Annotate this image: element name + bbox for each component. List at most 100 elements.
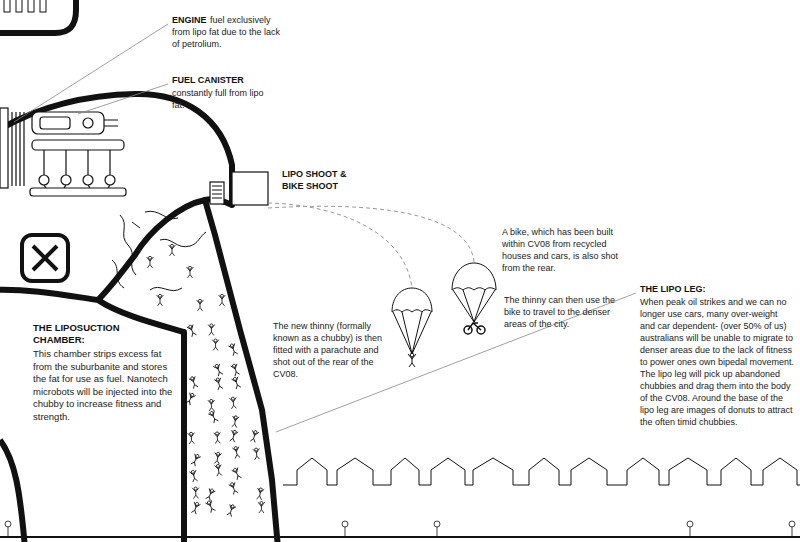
chubbies-part [228, 343, 238, 356]
thinny-parachute [392, 288, 432, 367]
chubbies-part [226, 504, 236, 517]
chubbies-part [231, 415, 239, 427]
part-heading: FUEL CANISTER [172, 74, 244, 86]
chubbies-part [229, 397, 237, 409]
engine-part [104, 120, 118, 126]
chubbies-part [197, 299, 204, 311]
bike-parachute [452, 263, 496, 334]
chubbies-part [189, 470, 198, 483]
engine [0, 108, 126, 196]
chubbies-part [230, 363, 240, 376]
part-note: fuel exclusively from lipo fat due to th… [172, 14, 286, 50]
chubbies-part [192, 487, 199, 499]
chubbies-part [205, 500, 216, 513]
suction-tubes-part [150, 287, 182, 290]
leader-lines [14, 24, 636, 432]
engine-part [0, 108, 8, 188]
cv08-body-part [0, 440, 25, 542]
part-heading: THE LIPO LEG: [640, 283, 706, 295]
part-heading: LIPO SHOOT & BIKE SHOOT [282, 168, 366, 192]
leader-lines-part [78, 84, 168, 114]
lipo-shoot-nozzle [210, 172, 268, 205]
chubbies-part [213, 363, 224, 376]
suburb-skyline [283, 458, 800, 485]
chubbies-part [214, 432, 221, 444]
chubbies-part [250, 430, 260, 443]
trees-part [690, 527, 691, 536]
part-note: This chamber strips excess fat from the … [33, 348, 175, 423]
chubbies-part [229, 430, 238, 443]
chubbies-part [214, 377, 224, 390]
chubbies-part [191, 501, 201, 514]
chubbies-part [205, 488, 216, 501]
chubbies-part [208, 324, 215, 336]
lipo-shoot-nozzle-part [232, 172, 268, 205]
lipo-shoot-nozzle-part [210, 182, 224, 204]
part-note: When peak oil strikes and we can no long… [640, 296, 795, 428]
engine-part [83, 118, 93, 128]
chubbies-part [231, 467, 242, 480]
chubbies-part [169, 244, 176, 256]
part-note: constantly full from lipo fat. [172, 87, 272, 111]
suction-tubes-part [132, 222, 140, 228]
chubbies-part [147, 256, 154, 268]
chubbies-part [212, 339, 219, 351]
valve-box [22, 235, 68, 281]
suction-tubes-part [120, 215, 136, 275]
story-note: The new thinny (formally known as a chub… [273, 320, 389, 380]
cv08-body-part [0, 290, 184, 542]
chubbies-part [258, 501, 265, 512]
trees-part [434, 521, 440, 527]
cv08-body [0, 94, 278, 542]
chubbies-part [253, 448, 261, 460]
chubbies-part [232, 446, 241, 459]
shoot-trajectory-part [268, 206, 474, 262]
trees-part [789, 521, 795, 527]
valve-box-part [22, 235, 68, 281]
engine-part [40, 117, 70, 129]
part-heading: THE LIPOSUCTION CHAMBER: [33, 322, 143, 346]
ground-line [0, 536, 800, 538]
engine-part [44, 150, 110, 176]
suction-tubes-part [145, 211, 178, 218]
chubbies-part [208, 410, 219, 423]
shoot-trajectory [268, 203, 474, 288]
engine-part [83, 175, 93, 185]
engine-part [61, 175, 71, 185]
trees-part [437, 527, 438, 536]
bike-parachute-part [452, 263, 496, 290]
part-heading: ENGINE [172, 14, 207, 26]
leader-lines-part [14, 24, 168, 122]
chubbies-part [185, 392, 196, 405]
thinny-parachute-part [392, 288, 432, 312]
trees-part [345, 527, 346, 536]
bike-parachute-part [453, 290, 495, 322]
engine-part [105, 175, 115, 185]
suction-tubes [112, 211, 206, 290]
story-note: A bike, which has been built within CV08… [502, 226, 632, 274]
top-left-module-part [40, 0, 46, 12]
chubbies-part [187, 324, 198, 337]
top-left-module-part [4, 0, 10, 12]
cv08-body-part [98, 200, 205, 300]
chubbies-part [213, 452, 221, 464]
thinny-parachute-part [408, 353, 416, 367]
chubbies-part [157, 294, 164, 306]
engine-part [30, 188, 126, 196]
trees-part [687, 521, 693, 527]
chubbies-part [219, 294, 226, 306]
suction-tubes-part [160, 232, 206, 247]
cv08-body-part [0, 94, 278, 542]
trees [5, 521, 795, 536]
chubbies-part [214, 464, 222, 476]
chubbies-part [188, 432, 195, 444]
trees-part [792, 527, 793, 536]
story-note: The thinny can then use the bike to trav… [504, 294, 632, 330]
thinny-parachute-part [393, 312, 431, 354]
engine-part [12, 112, 24, 186]
top-left-module [0, 0, 76, 33]
chubbies-part [231, 376, 241, 389]
shoot-trajectory-part [268, 203, 412, 288]
